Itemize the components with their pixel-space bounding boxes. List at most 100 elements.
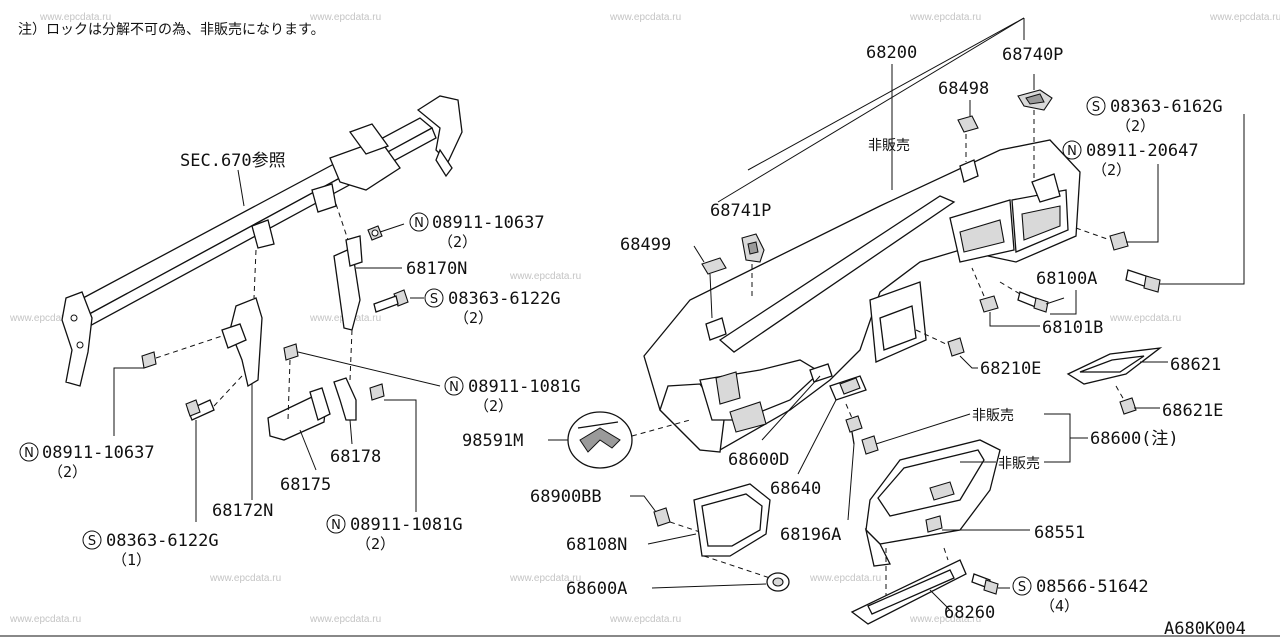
hihanbai-label: 非販売	[868, 138, 910, 154]
pocket-68108n	[693, 483, 771, 557]
callout-symbol: N	[1067, 144, 1077, 159]
part-68600-label: 68600(注)	[1090, 429, 1179, 449]
callout-n-08911-10637-top: N 08911-10637 （2）	[409, 212, 545, 251]
clip-68600a	[766, 572, 790, 592]
part-68900bb-label: 68900BB	[530, 487, 602, 507]
callout-s-08566-51642: S 08566-51642 （4）	[1012, 576, 1149, 615]
callout-n-08911-1081g-bottom: N 08911-1081G （2）	[326, 514, 463, 553]
callout-part-number: 08566-51642	[1036, 577, 1149, 597]
part-68600a-label: 68600A	[566, 579, 627, 599]
callout-symbol: S	[1092, 100, 1100, 115]
airbag-label-98591m	[567, 411, 633, 469]
part-68170n-label: 68170N	[406, 259, 467, 279]
clip-68621e	[1119, 397, 1137, 415]
watermark: www.epcdata.ru	[809, 573, 881, 584]
watermark: www.epcdata.ru	[609, 614, 681, 625]
callout-part-number: 08363-6162G	[1110, 97, 1223, 117]
callout-quantity: （2）	[1092, 161, 1131, 179]
clip-68499	[701, 257, 727, 275]
watermark: www.epcdata.ru	[509, 271, 581, 282]
sec670-label: SEC.670参照	[180, 151, 286, 171]
callout-quantity: （2）	[474, 397, 513, 415]
bracket-68170n	[333, 235, 363, 331]
watermark: www.epcdata.ru	[209, 573, 281, 584]
callout-part-number: 08911-10637	[432, 213, 545, 233]
callout-part-number: 08911-1081G	[350, 515, 463, 535]
callout-s-08363-6162g: S 08363-6162G （2）	[1086, 96, 1223, 135]
lock-68640	[829, 375, 867, 401]
watermark: www.epcdata.ru	[509, 573, 581, 584]
part-98591m-label: 98591M	[462, 431, 523, 451]
bracket-68175	[267, 387, 331, 441]
striker-icon	[861, 435, 879, 455]
part-68621-label: 68621	[1170, 355, 1221, 375]
callout-symbol: N	[331, 518, 341, 533]
screw-icon	[971, 573, 999, 595]
steering-member	[61, 95, 463, 387]
clip-68101b	[979, 295, 999, 313]
callout-s-08363-6122g-mid: S 08363-6122G （2）	[424, 288, 561, 327]
part-68740p-label: 68740P	[1002, 45, 1063, 65]
callout-s-08363-6122g-bottom: S 08363-6122G （1）	[82, 530, 219, 569]
nut-icon	[367, 225, 383, 241]
glove-box-68600	[864, 439, 1001, 567]
part-68600d-label: 68600D	[728, 450, 789, 470]
bolt-icon	[1017, 291, 1049, 313]
part-68108n-label: 68108N	[566, 535, 627, 555]
watermark: www.epcdata.ru	[1109, 313, 1181, 324]
part-68101b-label: 68101B	[1042, 318, 1103, 338]
watermark: www.epcdata.ru	[909, 614, 981, 625]
drawing-code: A680K004	[1164, 619, 1246, 639]
callout-quantity: （2）	[356, 535, 395, 553]
part-68178-label: 68178	[330, 447, 381, 467]
part-68175-label: 68175	[280, 475, 331, 495]
screw-icon	[845, 415, 863, 445]
plate-68621	[1066, 347, 1163, 385]
callout-part-number: 08911-20647	[1086, 141, 1199, 161]
watermark: www.epcdata.ru	[309, 614, 381, 625]
clip-68740p	[1017, 89, 1053, 111]
callout-symbol: S	[1018, 580, 1026, 595]
callout-part-number: 08363-6122G	[106, 531, 219, 551]
callout-n-08911-1081g-mid: N 08911-1081G （2）	[444, 376, 581, 415]
part-68100a-label: 68100A	[1036, 269, 1097, 289]
part-68172n-label: 68172N	[212, 501, 273, 521]
watermark: www.epcdata.ru	[309, 12, 381, 23]
callout-symbol: N	[449, 380, 459, 395]
callout-part-number: 08911-10637	[42, 443, 155, 463]
lower-cover-68260	[850, 559, 967, 625]
callout-quantity: （4）	[1040, 597, 1079, 615]
bracket-68172n	[221, 297, 263, 388]
watermark: www.epcdata.ru	[1209, 12, 1280, 23]
lock-note: 注）ロックは分解不可の為、非販売になります。	[18, 22, 325, 38]
part-68621e-label: 68621E	[1162, 401, 1223, 421]
part-68210e-label: 68210E	[980, 359, 1041, 379]
part-68640-label: 68640	[770, 479, 821, 499]
watermark: www.epcdata.ru	[909, 12, 981, 23]
callout-quantity: （1）	[112, 551, 151, 569]
watermark: www.epcdata.ru	[39, 12, 111, 23]
part-68741p-label: 68741P	[710, 201, 771, 221]
nut-icon	[369, 383, 385, 401]
callout-symbol: N	[24, 446, 34, 461]
watermark: www.epcdata.ru	[9, 614, 81, 625]
part-68551-label: 68551	[1034, 523, 1085, 543]
callout-quantity: （2）	[438, 233, 477, 251]
callout-n-08911-10637-left: N 08911-10637 （2）	[19, 442, 155, 481]
clip-68551	[925, 515, 943, 533]
bolt-icon	[185, 399, 215, 421]
hihanbai-label: 非販売	[972, 408, 1014, 424]
callout-symbol: S	[88, 534, 96, 549]
callout-symbol: S	[430, 292, 438, 307]
hihanbai-label: 非販売	[998, 456, 1040, 472]
callout-part-number: 08911-1081G	[468, 377, 581, 397]
part-68196a-label: 68196A	[780, 525, 841, 545]
clip-68498	[957, 115, 979, 133]
part-68200-label: 68200	[866, 43, 917, 63]
callout-symbol: N	[414, 216, 424, 231]
nut-icon	[1109, 231, 1129, 251]
callout-quantity: （2）	[1116, 117, 1155, 135]
watermark: www.epcdata.ru	[609, 12, 681, 23]
bolt-icon	[1125, 269, 1161, 293]
